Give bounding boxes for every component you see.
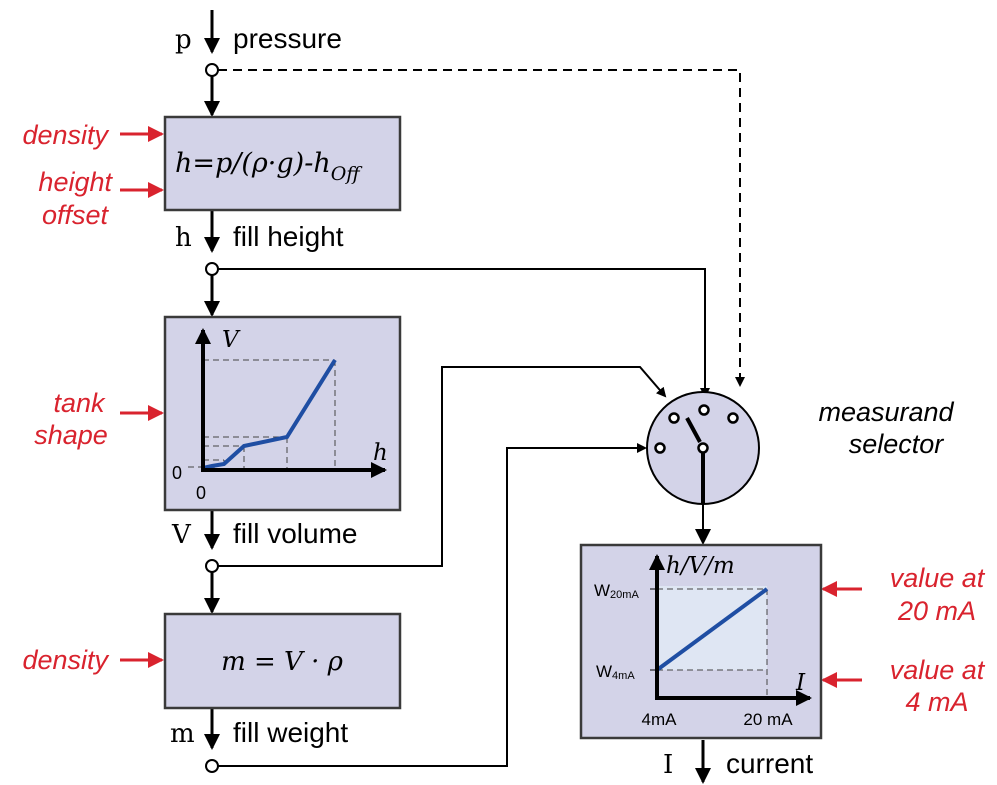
tank-x-axis-label: h xyxy=(373,440,388,466)
selector-label-line2: selector xyxy=(849,429,945,459)
selector-contact-volume xyxy=(668,412,680,424)
output-scaling-chart: h/V/m I W20mA W4mA 4mA 20 mA xyxy=(594,553,812,729)
height-route xyxy=(218,268,710,398)
tick-4ma: 4mA xyxy=(642,710,678,729)
selector-contact-weight xyxy=(654,442,666,454)
height-formula-block xyxy=(163,115,402,212)
current-symbol: I xyxy=(663,750,673,780)
pressure-symbol: p xyxy=(175,25,192,55)
tank-shape-label-line2: shape xyxy=(34,420,108,450)
tank-volume-curve xyxy=(202,358,337,470)
weight-formula-block xyxy=(163,612,402,710)
pressure-junction xyxy=(205,63,219,77)
density-input-label: density xyxy=(22,120,109,150)
value-20ma-label-line2: 20 mA xyxy=(897,596,976,626)
selector-label-line1: measurand xyxy=(818,397,954,427)
value-4ma-label-line1: value at xyxy=(890,655,986,685)
selector-pivot xyxy=(697,442,709,454)
main-signal-chain xyxy=(204,10,220,773)
output-y-axis-label: h/V/m xyxy=(666,553,735,579)
tank-shape-chart: V h 0 0 xyxy=(172,327,388,503)
value-4ma-label-line2: 4 mA xyxy=(905,687,968,717)
height-formula: h=p/(ρ·g)-hOff xyxy=(175,148,363,185)
w4ma-label: W4mA xyxy=(596,662,635,682)
parameter-inputs: density height offset tank shape density… xyxy=(22,120,985,717)
volume-route xyxy=(218,366,667,567)
tank-origin-y-label: 0 xyxy=(172,463,182,483)
fill-volume-label: fill volume xyxy=(233,518,357,549)
current-label: current xyxy=(726,748,813,779)
tank-shape-label-line1: tank xyxy=(53,388,106,418)
weight-junction xyxy=(205,759,219,773)
tank-y-axis-label: V xyxy=(222,327,241,353)
pressure-label: pressure xyxy=(233,23,342,54)
fill-volume-symbol: V xyxy=(171,520,192,550)
selector-routing xyxy=(218,69,745,767)
selector-contact-pressure xyxy=(727,412,739,424)
value-20ma-label-line1: value at xyxy=(890,563,986,593)
fill-height-symbol: h xyxy=(175,223,192,253)
height-offset-label-line1: height xyxy=(38,167,113,197)
fill-height-label: fill height xyxy=(233,221,344,252)
volume-junction xyxy=(205,559,219,573)
weight-route xyxy=(218,443,647,767)
weight-formula: m = V · ρ xyxy=(221,647,344,677)
selector-switch-lever xyxy=(685,417,702,443)
w20ma-label: W20mA xyxy=(594,581,639,601)
height-offset-label-line2: offset xyxy=(42,200,110,230)
output-x-axis-label: I xyxy=(795,670,806,696)
output-scaling-line xyxy=(655,587,769,672)
tank-origin-x-label: 0 xyxy=(196,483,206,503)
tank-shape-block xyxy=(163,315,402,512)
fill-weight-label: fill weight xyxy=(233,717,348,748)
pressure-route xyxy=(218,69,745,387)
density-input-label-2: density xyxy=(22,645,109,675)
tick-20ma: 20 mA xyxy=(743,710,793,729)
selector-contact-height xyxy=(698,404,710,416)
fill-weight-symbol: m xyxy=(170,719,195,749)
height-junction xyxy=(205,262,219,276)
